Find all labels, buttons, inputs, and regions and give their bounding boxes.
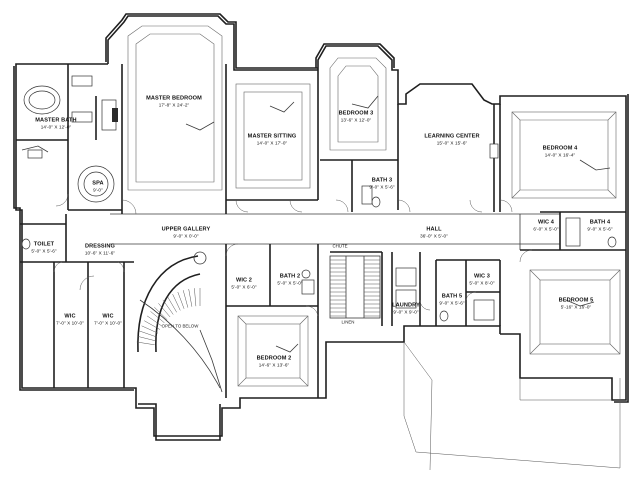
room-label-hall: HALL 36'-0" X 5'-0" [420, 227, 448, 240]
room-label-bath-5: BATH 5 9'-0" X 5'-6" [439, 294, 464, 307]
stair-tread [141, 325, 159, 334]
room-dims: 9'-0" X 9'-0" [393, 309, 419, 314]
room-label-toilet: TOILET 5'-0" X 5'-6" [31, 242, 56, 255]
room-label-master-bedroom: MASTER BEDROOM 17'-8" X 24'-2" [146, 96, 202, 109]
exterior-walls [13, 13, 629, 471]
room-label-wic-right: WIC 7'-0" X 10'-0" [94, 314, 122, 327]
room-label-bath-3: BATH 3 9'-0" X 5'-6" [369, 178, 394, 191]
stair-note: OPEN TO BELOW [161, 323, 199, 329]
room-dims: 10'-6" X 11'-6" [84, 250, 116, 255]
linen-note: LINEN [341, 319, 355, 325]
room-name: BATH 5 [441, 293, 463, 300]
room-dims: 5'-16" X 16'-0" [560, 304, 592, 309]
room-dims: 14'-0" X 16'-4" [544, 152, 576, 157]
room-dims: 9'-0" [93, 187, 103, 192]
stair-tread [158, 303, 171, 318]
room-name: MASTER BEDROOM [146, 95, 202, 102]
room-name: WIC 3 [473, 273, 491, 280]
room-name: BATH 2 [279, 273, 301, 280]
room-name: MASTER BATH [35, 117, 77, 124]
stair-tread [137, 336, 156, 342]
room-label-laundry: LAUNDRY 9'-0" X 9'-0" [392, 303, 420, 316]
room-label-wic-3: WIC 3 5'-0" X 8'-0" [469, 274, 494, 287]
stair-tread [182, 290, 189, 308]
room-dims: 14'-6" X 13'-6" [258, 362, 290, 367]
room-name: WIC 4 [537, 219, 555, 226]
room-label-dressing: DRESSING 10'-6" X 11'-6" [85, 244, 115, 257]
room-name: LEARNING CENTER [424, 133, 480, 140]
stair-tread [144, 320, 161, 330]
room-label-wic-4: WIC 4 6'-0" X 5'-0" [533, 220, 558, 233]
callout-leaders [21, 95, 611, 393]
room-label-bedroom-2: BEDROOM 2 14'-6" X 13'-6" [257, 356, 292, 369]
stair-tread [146, 315, 163, 327]
room-label-spa: SPA 9'-0" [92, 181, 103, 194]
room-label-bath-2: BATH 2 5'-0" X 5'-0" [277, 274, 302, 287]
room-name: BEDROOM 3 [338, 110, 374, 117]
room-dims: 5'-0" X 6'-0" [231, 284, 257, 289]
room-name: TOILET [33, 241, 55, 248]
room-dims: 13'-6" X 12'-0" [340, 117, 372, 122]
room-label-bath-4: BATH 4 9'-0" X 5'-6" [587, 220, 612, 233]
stair-tread [150, 311, 165, 323]
room-label-bedroom-5: BEDROOM 5 5'-16" X 16'-0" [559, 298, 594, 311]
room-dims: 7'-0" X 10'-0" [56, 320, 84, 325]
room-name: LAUNDRY [392, 302, 420, 309]
stair-tread [139, 330, 157, 338]
fixtures [21, 75, 617, 322]
room-dims: 15'-0" X 15'-6" [436, 140, 468, 145]
room-label-learning-center: LEARNING CENTER 15'-0" X 15'-6" [424, 134, 479, 147]
room-label-bedroom-4: BEDROOM 4 14'-0" X 16'-4" [543, 146, 578, 159]
room-name: DRESSING [84, 243, 116, 250]
room-dims: 9'-0" X 5'-6" [587, 226, 613, 231]
room-name: SPA [92, 180, 104, 187]
room-name: BEDROOM 2 [256, 355, 292, 362]
stair-tread [167, 296, 177, 313]
room-name: BATH 3 [371, 177, 393, 184]
room-dims: 14'-0" X 12'-0" [40, 124, 72, 129]
room-label-wic-left: WIC 7'-0" X 10'-0" [56, 314, 84, 327]
stair-tread [188, 288, 193, 307]
room-label-wic-2: WIC 2 5'-0" X 6'-0" [231, 278, 256, 291]
stair-tread [177, 291, 185, 309]
room-label-upper-gallery: UPPER GALLERY 9'-0" X 0'-0" [162, 227, 211, 240]
room-name: HALL [426, 226, 442, 233]
room-label-master-sitting: MASTER SITTING 14'-0" X 17'-0" [248, 134, 297, 147]
room-dims: 17'-8" X 24'-2" [158, 102, 190, 107]
grand-staircase [136, 251, 221, 389]
room-dims: 36'-0" X 5'-0" [420, 233, 448, 238]
room-dims: 9'-0" X 5'-6" [439, 300, 465, 305]
room-name: BEDROOM 5 [558, 297, 594, 304]
chute-note: CHUTE [332, 243, 348, 249]
room-label-master-bath: MASTER BATH 14'-0" X 12'-0" [35, 118, 76, 131]
stair-tread [154, 307, 168, 320]
interior-walls [16, 64, 626, 398]
ceiling-trays [127, 25, 621, 387]
doors [53, 193, 533, 317]
room-dims: 9'-0" X 5'-6" [369, 184, 395, 189]
room-dims: 5'-0" X 5'-0" [277, 280, 303, 285]
stair-tread [194, 288, 197, 307]
room-name: BATH 4 [589, 219, 611, 226]
room-dims: 7'-0" X 10'-0" [94, 320, 122, 325]
room-dims: 9'-0" X 0'-0" [173, 233, 199, 238]
stair-tread [136, 341, 155, 346]
stair-tread [162, 299, 174, 315]
room-dims: 6'-0" X 5'-0" [533, 226, 559, 231]
room-label-bedroom-3: BEDROOM 3 13'-6" X 12'-0" [339, 111, 374, 124]
room-dims: 14'-0" X 17'-0" [256, 140, 288, 145]
room-name: WIC [64, 313, 76, 320]
main-stairs [329, 255, 381, 319]
room-name: MASTER SITTING [247, 133, 297, 140]
room-dims: 5'-0" X 8'-0" [469, 280, 495, 285]
room-dims: 5'-0" X 5'-6" [31, 248, 57, 253]
room-name: WIC [102, 313, 114, 320]
room-name: UPPER GALLERY [161, 226, 211, 233]
room-name: WIC 2 [235, 277, 253, 284]
room-name: BEDROOM 4 [542, 145, 578, 152]
stair-tread [172, 293, 181, 311]
